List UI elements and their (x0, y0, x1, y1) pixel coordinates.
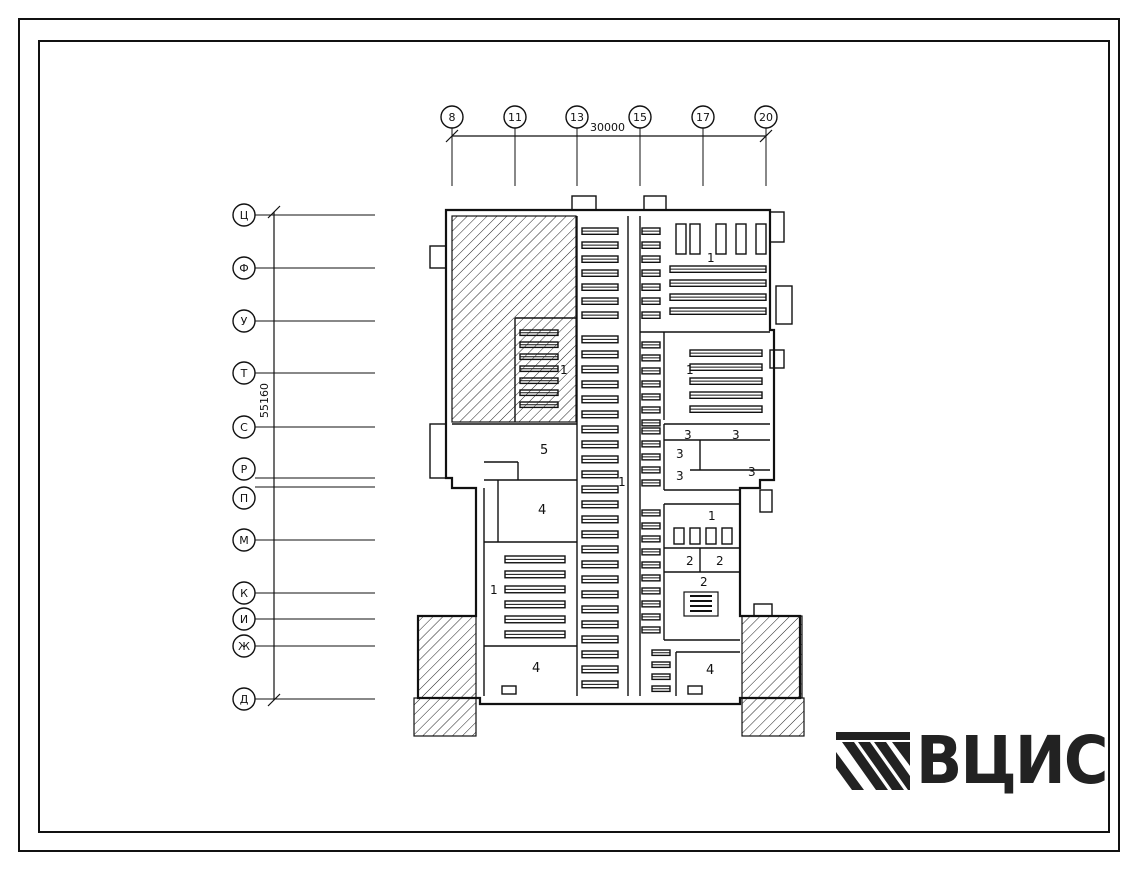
hatched-zone (741, 615, 803, 699)
row-axis: У (232, 309, 375, 333)
drawing-frame-inner (38, 40, 1110, 833)
svg-text:С: С (240, 421, 248, 434)
svg-text:13: 13 (570, 111, 584, 124)
hatched-zones (413, 215, 805, 737)
row-axis: М (232, 528, 375, 552)
hatched-zone (451, 215, 577, 423)
svg-text:Р: Р (241, 463, 248, 476)
svg-text:К: К (240, 587, 248, 600)
row-axis: С (232, 415, 375, 439)
column-axes: 8 11 13 15 17 20 (440, 105, 778, 186)
shelf-rack (705, 527, 717, 545)
row-axis: Т (232, 361, 375, 385)
shelf-rack (721, 527, 733, 545)
room-label: 4 (532, 661, 540, 676)
room-label: 1 (707, 251, 715, 265)
row-axis: Д (232, 687, 375, 711)
partitions (452, 216, 770, 696)
staircase (683, 591, 719, 617)
room-label: 4 (538, 503, 546, 518)
svg-text:20: 20 (759, 111, 773, 124)
shelf-rack (715, 223, 727, 255)
hatched-zone (741, 697, 805, 737)
column-axis: 17 (691, 105, 715, 186)
svg-text:И: И (240, 613, 248, 626)
room-label: 1 (490, 583, 498, 597)
logo-text: ВЦИС (916, 722, 1108, 799)
row-axis: Ф (232, 256, 375, 280)
svg-text:15: 15 (633, 111, 647, 124)
svg-text:Ц: Ц (240, 209, 249, 222)
room-label: 3 (732, 428, 740, 442)
hatched-zone (413, 697, 477, 737)
room-label: 1 (686, 363, 694, 377)
exterior-annexes (429, 195, 793, 695)
row-axis: Ц (232, 203, 375, 227)
row-axis: Ж (232, 634, 375, 658)
shelf-rack (755, 223, 767, 255)
row-axis: П (232, 486, 375, 510)
svg-text:П: П (240, 492, 248, 505)
shelf-rack (689, 223, 701, 255)
left-dimension: 55160 (258, 205, 281, 707)
top-dimension: 30000 (445, 121, 773, 143)
room-label: 5 (540, 443, 548, 458)
svg-text:Т: Т (240, 367, 248, 380)
room-label: 3 (684, 428, 692, 442)
room-label: 3 (748, 465, 756, 479)
column-axis: 11 (503, 105, 527, 186)
row-axis: К (232, 581, 375, 605)
room-label: 3 (676, 447, 684, 461)
column-axis: 13 (565, 105, 589, 186)
room-label: 3 (676, 469, 684, 483)
overall-width-dim: 30000 (590, 121, 625, 134)
room-label: 1 (618, 475, 626, 489)
overall-height-dim: 55160 (258, 383, 271, 418)
room-label: 2 (716, 554, 724, 568)
hatched-zone (417, 615, 477, 699)
room-label: 2 (700, 575, 708, 589)
row-axis: И (232, 607, 375, 631)
svg-text:8: 8 (449, 111, 456, 124)
svg-text:Д: Д (240, 693, 249, 706)
room-label: 1 (708, 509, 716, 523)
svg-text:11: 11 (508, 111, 522, 124)
vcis-emblem-icon (836, 732, 910, 790)
svg-text:Ф: Ф (239, 262, 248, 275)
svg-text:М: М (239, 534, 249, 547)
drawing-frame-outer (18, 18, 1120, 852)
shelf-rack (673, 527, 685, 545)
room-label: 4 (706, 663, 714, 678)
svg-text:У: У (241, 315, 248, 328)
shelving (504, 223, 767, 693)
column-axis: 20 (754, 105, 778, 186)
shelf-rack (675, 223, 687, 255)
column-axis: 15 (628, 105, 652, 186)
row-axis: Р (232, 457, 375, 481)
vcis-logo: ВЦИС (836, 728, 1123, 794)
room-label: 2 (686, 554, 694, 568)
room-label: 1 (560, 363, 568, 377)
building-outline (416, 208, 802, 706)
column-axis: 8 (440, 105, 464, 186)
svg-text:17: 17 (696, 111, 710, 124)
shelf-rack (689, 527, 701, 545)
row-axes: Ц Ф У Т С Р П М К И Ж Д (232, 203, 375, 711)
room-labels: 5 4 4 4 1 1 1 1 1 1 2 2 2 3 3 3 3 3 (490, 251, 756, 678)
shelf-rack (735, 223, 747, 255)
svg-text:Ж: Ж (238, 640, 250, 653)
